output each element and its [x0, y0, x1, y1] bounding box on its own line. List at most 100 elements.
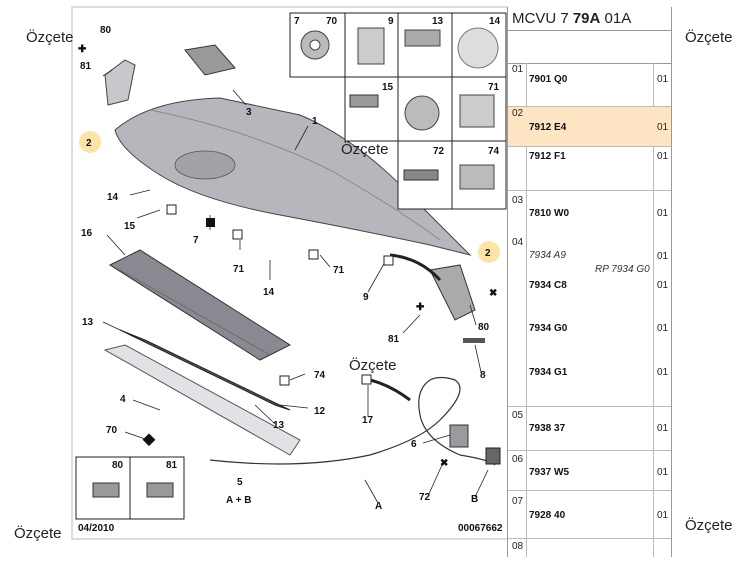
callout: 14: [107, 192, 119, 203]
header-prefix: MCVU 7: [512, 10, 573, 27]
watermark: Özçete: [341, 141, 389, 158]
part-code[interactable]: 7937 W5: [529, 467, 570, 478]
inset-parts-bottom: [75, 456, 185, 520]
bracket-4: [103, 344, 301, 456]
callout: 72: [419, 492, 431, 503]
part-code[interactable]: 7934 G0: [529, 323, 568, 334]
parts-list-panel: MCVU 7 79A 01A 01 7901 Q0 01 02 7912 E4 …: [507, 7, 672, 557]
callout: 81: [80, 61, 92, 72]
svg-text:✖: ✖: [489, 288, 497, 299]
part-qty: 01: [657, 423, 669, 434]
part-row[interactable]: [508, 491, 671, 539]
callout: B: [471, 494, 478, 505]
header-model: 79A: [572, 10, 601, 27]
inset-label: 80: [112, 460, 124, 471]
row-number: 08: [512, 541, 524, 552]
svg-text:✚: ✚: [416, 302, 425, 313]
part-qty: 01: [657, 74, 669, 85]
trunk-lid: [114, 97, 472, 256]
callout: 13: [82, 317, 94, 328]
header-suffix: 01A: [600, 10, 632, 27]
part-code[interactable]: 7912 F1: [529, 151, 566, 162]
callout: 17: [362, 415, 374, 426]
callout: 13: [273, 420, 285, 431]
part-qty: 01: [657, 510, 669, 521]
part-qty: 01: [657, 323, 669, 334]
part-row[interactable]: [508, 147, 671, 191]
row-number: 01: [512, 64, 524, 75]
part-qty: 01: [657, 151, 669, 162]
callout: 2: [86, 138, 92, 149]
callout: 6: [411, 439, 417, 450]
handle-6: [449, 424, 469, 448]
callout: 8: [480, 370, 486, 381]
footer-ref: 00067662: [458, 523, 503, 534]
callout: 70: [106, 425, 118, 436]
strip-12: [119, 329, 291, 411]
part-code[interactable]: 7901 Q0: [529, 74, 568, 85]
callout: A: [375, 501, 382, 512]
callout: 12: [314, 406, 326, 417]
inset-label: 9: [388, 16, 394, 27]
part-qty: 01: [657, 122, 669, 133]
part-code-replaced[interactable]: 7934 A9: [529, 250, 566, 261]
seal-16: [108, 249, 292, 361]
inset-label: 7: [294, 16, 300, 27]
row-number: 05: [512, 410, 524, 421]
hinge-left: [104, 59, 136, 106]
part-code[interactable]: 7912 E4: [529, 122, 567, 133]
callout: 1: [312, 116, 318, 127]
leader-lines: [102, 69, 489, 504]
part-code[interactable]: 7934 C8: [529, 280, 567, 291]
callout: 81: [388, 334, 400, 345]
callout: 80: [478, 322, 490, 333]
part-qty: 01: [657, 367, 669, 378]
watermark: Özçete: [685, 29, 733, 46]
inset-label: 15: [382, 82, 394, 93]
callout: 3: [246, 107, 252, 118]
callout: 14: [263, 287, 275, 298]
row-number: 02: [512, 108, 524, 119]
callout: 15: [124, 221, 136, 232]
lock-3: [184, 44, 236, 76]
callout: 80: [100, 25, 112, 36]
part-row-highlighted[interactable]: [508, 107, 671, 147]
part-row[interactable]: [508, 407, 671, 451]
row-number: 06: [512, 454, 524, 465]
panel-header: MCVU 7 79A 01A: [508, 7, 671, 31]
part-row[interactable]: [508, 191, 671, 407]
callout: 5: [237, 477, 243, 488]
callout: 2: [485, 248, 491, 259]
callout: A + B: [226, 495, 251, 506]
inset-label: 72: [433, 146, 445, 157]
part-row[interactable]: [508, 451, 671, 491]
row-number: 03: [512, 195, 524, 206]
part-code[interactable]: 7934 G1: [529, 367, 568, 378]
callout: 71: [333, 265, 345, 276]
inset-label: 81: [166, 460, 178, 471]
part-qty: 01: [657, 251, 669, 262]
callout: 7: [193, 235, 199, 246]
inset-label: 13: [432, 16, 444, 27]
watermark: Özçete: [14, 525, 62, 542]
part-qty: 01: [657, 467, 669, 478]
svg-text:✚: ✚: [78, 44, 87, 55]
inset-parts-top: [289, 12, 507, 210]
part-code[interactable]: 7810 W0: [529, 208, 570, 219]
callout: 71: [233, 264, 245, 275]
inset-label: 74: [488, 146, 500, 157]
part-code[interactable]: 7928 40: [529, 510, 566, 521]
part-row[interactable]: [508, 63, 671, 107]
callout: 16: [81, 228, 93, 239]
callout: 4: [120, 394, 126, 405]
inset-label: 71: [488, 82, 500, 93]
row-number: 04: [512, 237, 524, 248]
part-qty: 01: [657, 208, 669, 219]
watermark: Özçete: [349, 357, 397, 374]
row-number: 07: [512, 496, 524, 507]
part-qty: 01: [657, 280, 669, 291]
replacement-note: RP 7934 G0: [595, 264, 650, 275]
part-code[interactable]: 7938 37: [529, 423, 566, 434]
watermark: Özçete: [685, 517, 733, 534]
